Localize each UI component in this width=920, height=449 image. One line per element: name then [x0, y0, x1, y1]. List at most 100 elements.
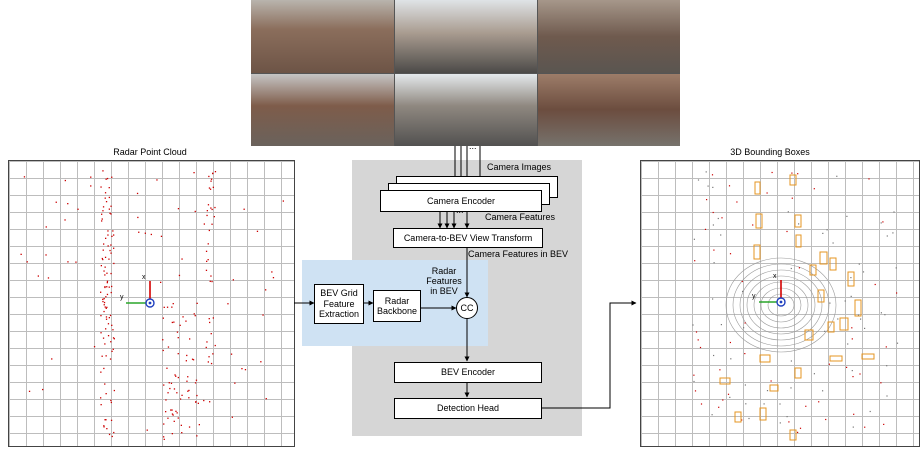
- radar-point: [244, 369, 247, 371]
- radar-point: [166, 306, 169, 308]
- bbox-panel-point: [805, 405, 807, 407]
- bbox-panel-point: [787, 211, 789, 213]
- lidar-ring: [732, 263, 830, 347]
- radar-point: [137, 216, 139, 219]
- radar-point: [55, 201, 57, 203]
- radar-point: [282, 200, 284, 202]
- radar-point: [211, 208, 213, 211]
- lidar-ring: [725, 257, 837, 353]
- bbox-panel-point: [713, 262, 715, 264]
- radar-point: [100, 404, 102, 406]
- radar-point: [206, 341, 208, 343]
- radar-point: [176, 392, 178, 394]
- bbox-panel-point: [896, 292, 898, 294]
- bbox-panel-point: [874, 283, 876, 286]
- radar-point: [166, 367, 168, 369]
- radar-point: [195, 379, 198, 381]
- bbox-panel-point: [864, 327, 866, 329]
- radar-point: [186, 380, 188, 382]
- bbox-panel-point: [824, 330, 826, 332]
- radar-point: [256, 230, 259, 232]
- bbox-panel-point: [851, 370, 853, 372]
- radar-point: [231, 416, 233, 418]
- bbox-panel-point: [741, 280, 743, 283]
- radar-point: [100, 315, 102, 317]
- bounding-box: [847, 271, 855, 287]
- bev-grid-feature-extraction-box: BEV Grid Feature Extraction: [314, 284, 364, 324]
- radar-point: [102, 210, 104, 212]
- bounding-box: [839, 317, 849, 331]
- radar-point: [105, 307, 107, 309]
- radar-point: [198, 424, 200, 426]
- radar-point: [109, 249, 111, 252]
- radar-point: [103, 301, 106, 304]
- bbox-panel-point: [788, 421, 790, 423]
- radar-point: [136, 192, 139, 195]
- radar-point: [171, 409, 173, 411]
- bbox-panel-point: [741, 419, 743, 421]
- radar-point: [179, 398, 182, 400]
- radar-point: [104, 274, 106, 276]
- radar-point: [104, 192, 107, 194]
- bbox-panel-point: [790, 267, 792, 270]
- radar-point: [90, 176, 92, 178]
- radar-point: [67, 203, 69, 205]
- radar-point: [107, 335, 110, 337]
- radar-point: [193, 313, 195, 315]
- radar-point: [209, 321, 211, 324]
- radar-point: [175, 375, 177, 377]
- bbox-panel-point: [707, 185, 709, 187]
- radar-point: [100, 397, 102, 399]
- camera-image-back-right: [537, 73, 680, 146]
- radar-point: [232, 279, 234, 281]
- radar-point: [212, 317, 214, 319]
- radar-point: [196, 435, 198, 437]
- bbox-panel-point: [790, 360, 792, 362]
- bbox-panel-point: [779, 403, 781, 405]
- radar-point: [170, 409, 172, 411]
- radar-point: [108, 208, 110, 210]
- bbox-panel-point: [798, 223, 800, 225]
- radar-point: [110, 401, 112, 404]
- concat-node: CC: [456, 297, 478, 319]
- bbox-panel-point: [791, 197, 793, 199]
- bbox-panel-point: [717, 217, 719, 220]
- bbox-panel-point: [693, 374, 695, 376]
- radar-point: [93, 346, 96, 348]
- bbox-panel-point: [826, 229, 828, 231]
- bounding-box: [759, 407, 767, 421]
- radar-point: [163, 306, 165, 308]
- bbox-panel-point: [704, 228, 707, 230]
- radar-point: [177, 417, 179, 419]
- radar-point: [194, 315, 196, 317]
- bounding-box: [809, 264, 817, 276]
- radar-point: [102, 300, 104, 303]
- radar-point: [176, 331, 179, 333]
- bbox-panel-point: [729, 396, 731, 398]
- bbox-panel-point: [850, 295, 852, 297]
- bbox-panel-point: [699, 346, 702, 349]
- radar-point: [212, 186, 214, 188]
- radar-point: [207, 243, 209, 245]
- radar-point: [111, 324, 113, 326]
- bounding-box: [789, 429, 797, 441]
- bbox-panel-point: [727, 393, 730, 395]
- radar-point: [214, 171, 217, 173]
- radar-point: [77, 208, 79, 210]
- radar-point: [109, 358, 112, 360]
- radar-point: [113, 338, 115, 340]
- bbox-panel-point: [880, 312, 882, 314]
- bbox-panel-point: [712, 186, 714, 188]
- radar-point: [194, 382, 197, 384]
- bbox-panel-point: [719, 369, 721, 371]
- bbox-panel-point: [745, 403, 747, 405]
- bbox-panel-point: [705, 171, 707, 173]
- radar-point: [102, 258, 104, 261]
- radar-point: [112, 329, 114, 331]
- radar-point: [102, 249, 104, 251]
- bbox-panel-point: [718, 406, 720, 408]
- bbox-panel-point: [722, 399, 724, 401]
- radar-point: [163, 423, 165, 425]
- radar-point: [112, 230, 114, 232]
- bbox-panel-point: [886, 235, 888, 237]
